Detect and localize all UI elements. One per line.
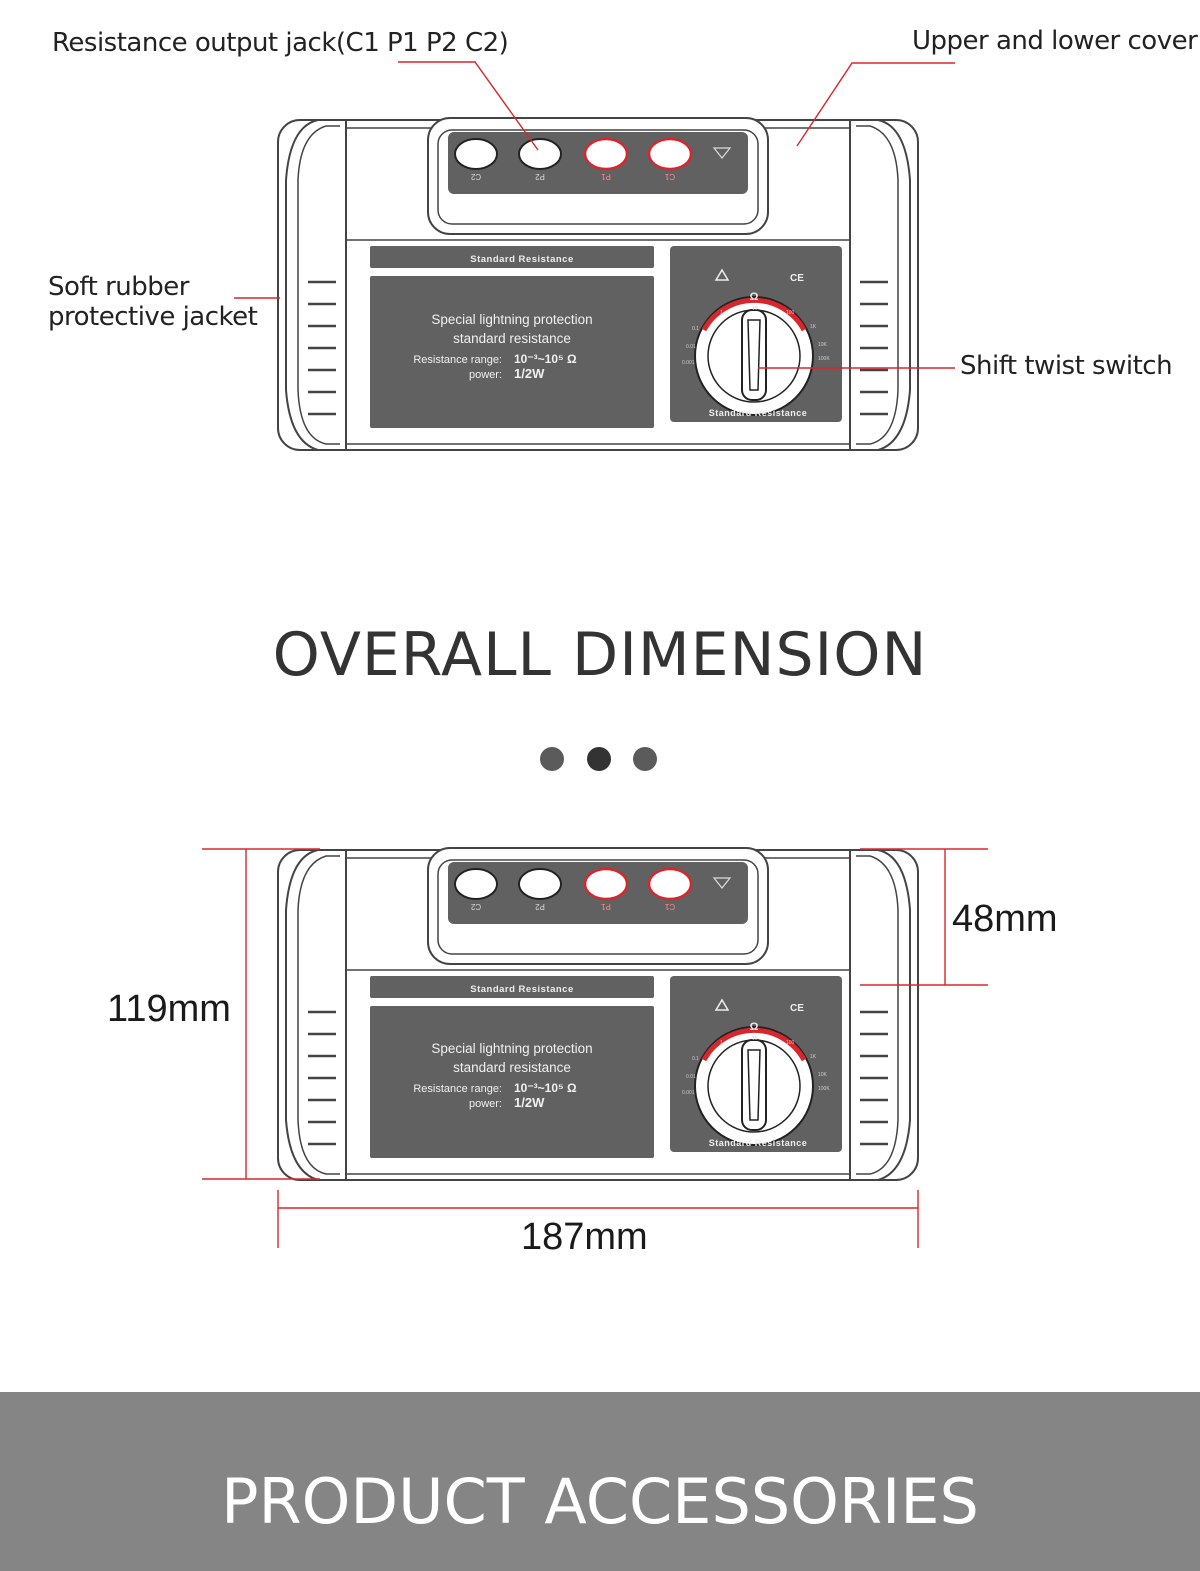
device-diagram-dimensions: Standard Resistance Special lightning pr… bbox=[202, 820, 988, 1248]
accessories-title: PRODUCT ACCESSORIES bbox=[221, 1465, 979, 1538]
page-dot-3 bbox=[633, 747, 657, 771]
jacket-callout-line-1: Soft rubber bbox=[48, 272, 189, 302]
width-dimension-label: 187mm bbox=[521, 1216, 648, 1258]
height-dimension-label: 119mm bbox=[107, 988, 231, 1030]
dial-label-dim: Standard Resistance bbox=[709, 1138, 808, 1148]
panel-line-2-dim: standard resistance bbox=[453, 1060, 571, 1075]
accessories-banner bbox=[0, 1392, 1200, 1571]
top-label: Standard Resistance bbox=[470, 254, 573, 265]
power-value-dim: 1/2W bbox=[514, 1095, 545, 1110]
jacket-callout-line-2: protective jacket bbox=[48, 302, 258, 332]
panel-line-1: Special lightning protection bbox=[431, 312, 592, 327]
jack-leader-line bbox=[398, 61, 539, 151]
cover-dimension-label: 48mm bbox=[952, 898, 1058, 940]
switch-callout: Shift twist switch bbox=[960, 351, 1173, 381]
panel-line-2: standard resistance bbox=[453, 331, 571, 346]
device-diagram-top: Standard Resistance Special lightning pr… bbox=[234, 61, 955, 560]
range-value: 10⁻³~10⁵ Ω bbox=[514, 352, 577, 366]
section-title: OVERALL DIMENSION bbox=[272, 620, 928, 690]
cover-callout: Upper and lower cover bbox=[912, 26, 1198, 56]
power-label: power: bbox=[469, 369, 502, 381]
output-jack-callout: Resistance output jack(C1 P1 P2 C2) bbox=[52, 28, 509, 58]
range-value-dim: 10⁻³~10⁵ Ω bbox=[514, 1081, 577, 1095]
power-label-dim: power: bbox=[469, 1098, 502, 1110]
page-dot-2 bbox=[587, 747, 611, 771]
page-dot-1 bbox=[540, 747, 564, 771]
range-label-dim: Resistance range: bbox=[413, 1083, 502, 1095]
panel-line-1-dim: Special lightning protection bbox=[431, 1041, 592, 1056]
cover-leader-line bbox=[796, 62, 955, 147]
power-value: 1/2W bbox=[514, 366, 545, 381]
dial-label: Standard Resistance bbox=[709, 408, 808, 418]
range-label: Resistance range: bbox=[413, 354, 502, 366]
top-label-dim: Standard Resistance bbox=[470, 984, 573, 995]
